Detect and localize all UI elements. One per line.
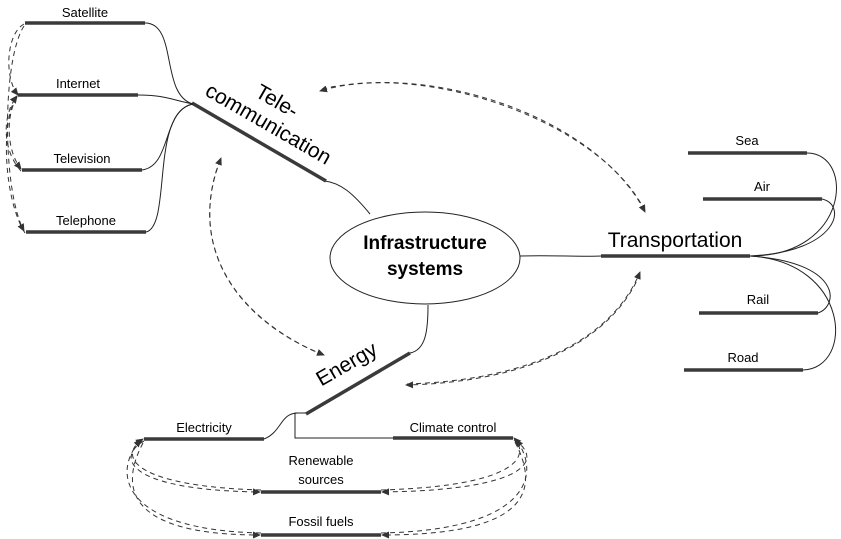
sea-label: Sea <box>735 133 759 148</box>
energy-connector <box>409 304 429 354</box>
climate-connector <box>294 412 393 439</box>
air-label: Air <box>754 179 771 194</box>
telecom-connector <box>324 180 371 215</box>
center-label-line1: Infrastructure <box>363 233 487 254</box>
energy-telecom-arrow <box>209 157 324 356</box>
climate-label: Climate control <box>410 420 497 435</box>
transport-connector <box>519 255 602 257</box>
telephone-connector <box>145 103 194 233</box>
satellite-telephone-arrow <box>7 25 25 232</box>
rail-connector <box>749 255 831 314</box>
fossil-electricity-arrow <box>126 439 262 534</box>
air-connector <box>749 198 836 257</box>
renewable-label-line2: sources <box>298 472 344 487</box>
energy-label: Energy <box>312 338 382 391</box>
internet-television-arrow <box>8 96 22 170</box>
internet-label: Internet <box>56 76 100 91</box>
road-connector <box>749 255 837 371</box>
energy-branch: Energy Electricity Climate control Renew… <box>126 304 528 539</box>
climate-fossil-arrow <box>381 441 527 539</box>
energy-bar <box>305 351 411 416</box>
rail-label: Rail <box>747 292 770 307</box>
television-label: Television <box>53 151 110 166</box>
telecom-branch: Tele- communication Satellite Internet T… <box>5 5 371 234</box>
telephone-label: Telephone <box>56 213 116 228</box>
transport-telecom-arrow <box>319 82 646 212</box>
electricity-connector <box>263 412 306 440</box>
transport-label: Transportation <box>608 229 743 252</box>
telecom-transport-arrow <box>321 82 646 213</box>
fossil-label: Fossil fuels <box>288 514 354 529</box>
center-label-line2: systems <box>387 259 463 280</box>
energy-transport-arrow <box>406 271 641 385</box>
transport-branch: Transportation Sea Air Rail Road <box>519 133 837 372</box>
electricity-label: Electricity <box>176 420 232 435</box>
renewable-electricity-arrow <box>132 438 262 491</box>
telephone-internet-arrow <box>5 95 26 234</box>
renewable-climate-arrow <box>380 437 522 491</box>
sea-connector <box>749 152 837 257</box>
transport-energy-arrow <box>405 273 641 389</box>
center-node: Infrastructure systems <box>329 211 521 305</box>
internet-connector <box>137 94 194 105</box>
road-label: Road <box>727 350 758 365</box>
satellite-connector <box>144 22 194 105</box>
satellite-internet-arrow <box>8 23 25 96</box>
center-ellipse <box>329 211 521 305</box>
telecom-energy-arrow <box>209 159 325 356</box>
television-connector <box>141 103 194 171</box>
fossil-climate-arrow <box>380 439 528 534</box>
renewable-label-line1: Renewable <box>288 453 353 468</box>
satellite-label: Satellite <box>62 5 108 20</box>
telecom-bar <box>191 101 327 183</box>
electricity-fossil-arrow <box>131 442 261 539</box>
